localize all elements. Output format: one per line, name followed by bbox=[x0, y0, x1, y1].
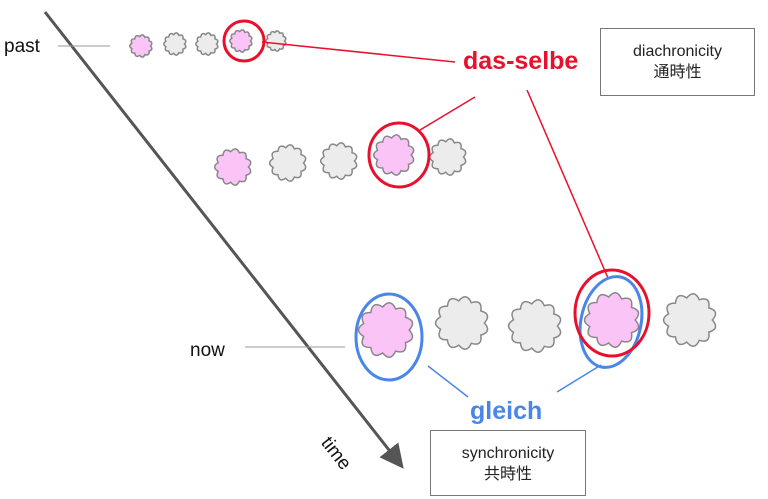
gray-cloud-entity bbox=[507, 299, 562, 353]
highlight-ellipse-past bbox=[222, 19, 266, 63]
gray-cloud-entity bbox=[319, 142, 358, 180]
diachronicity-en: diachronicity bbox=[633, 43, 722, 60]
gray-cloud-entity bbox=[195, 32, 219, 56]
gray-cloud-entity bbox=[163, 32, 187, 56]
gray-cloud-entity bbox=[268, 144, 307, 182]
blue-connectors bbox=[427, 364, 602, 398]
gray-cloud-entity bbox=[662, 293, 717, 347]
synchronicity-ja: 共時性 bbox=[483, 466, 532, 483]
gray-cloud-entity bbox=[265, 30, 287, 52]
time-arrow bbox=[43, 11, 404, 469]
highlight-ellipse-middle bbox=[367, 121, 431, 189]
synchronicity-en: synchronicity bbox=[461, 445, 555, 462]
diachronicity-ja: 通時性 bbox=[653, 64, 702, 81]
highlight-ellipse-now-blue-left bbox=[354, 292, 424, 382]
red-connectors bbox=[261, 41, 609, 279]
diachronicity-box: diachronicity 通時性 bbox=[600, 28, 755, 96]
pink-cloud-entity bbox=[129, 34, 153, 58]
pink-cloud-entity bbox=[229, 29, 253, 53]
gray-cloud-entity bbox=[428, 138, 467, 176]
past-label: past bbox=[4, 36, 40, 57]
pink-cloud-entity bbox=[583, 292, 640, 348]
highlight-ellipse-now-blue-right bbox=[578, 275, 644, 369]
pink-cloud-entity bbox=[372, 134, 415, 176]
gray-cloud-entity bbox=[434, 296, 489, 350]
pink-cloud-entity bbox=[213, 148, 252, 186]
highlight-ellipse-now-red bbox=[573, 268, 651, 358]
now-label: now bbox=[190, 340, 225, 361]
das-selbe-label: das-selbe bbox=[463, 47, 579, 75]
synchronicity-box: synchronicity 共時性 bbox=[430, 430, 586, 496]
pink-cloud-entity bbox=[357, 302, 414, 358]
gleich-label: gleich bbox=[470, 397, 543, 425]
